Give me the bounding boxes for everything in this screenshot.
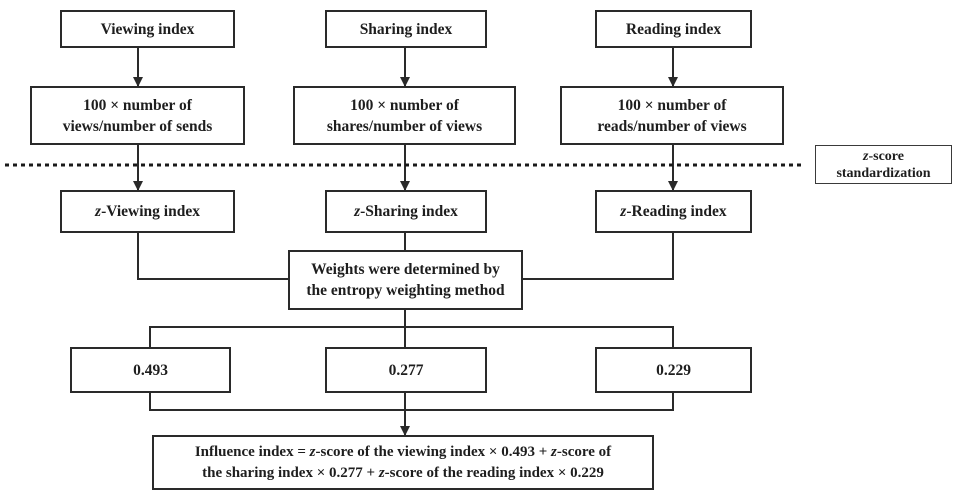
connector-z-reading-to-weights <box>523 233 674 280</box>
zscore-note-italic-z: z <box>863 149 869 164</box>
influence-l1-b: -score of the viewing index × 0.493 + <box>315 443 552 460</box>
influence-index-box: Influence index = z-score of the viewing… <box>152 435 654 490</box>
z-reading-index-box: z-Reading index <box>595 190 752 233</box>
z-viewing-index-box: z-Viewing index <box>60 190 235 233</box>
reads-formula-line1: 100 × number of <box>617 96 727 114</box>
shares-formula-box: 100 × number of shares/number of views <box>293 86 516 145</box>
views-formula-box: 100 × number of views/number of sends <box>30 86 245 145</box>
reads-formula-line2: reads/number of views <box>597 117 747 135</box>
influence-l2-a: the sharing index × 0.277 + <box>202 464 379 481</box>
sharing-index-box: Sharing index <box>325 10 487 48</box>
zscore-note-line1: -score <box>868 149 904 164</box>
connector-weights-merge <box>149 393 674 411</box>
zscore-standardization-note: z-score standardization <box>815 145 952 184</box>
entropy-weighting-line1: Weights were determined by <box>311 261 500 278</box>
views-formula-line1: 100 × number of <box>83 96 192 114</box>
viewing-index-box: Viewing index <box>60 10 235 48</box>
influence-l1-z2: z <box>551 443 557 460</box>
z-viewing-italic: z <box>95 203 102 220</box>
connector-z-viewing-to-weights <box>137 233 288 280</box>
influence-l2-z: z <box>378 464 385 481</box>
views-formula-line2: views/number of sends <box>62 117 213 135</box>
reading-index-label: Reading index <box>625 20 722 38</box>
influence-line1: Influence index = z-score of the viewing… <box>195 442 611 463</box>
z-sharing-label: -Sharing index <box>360 203 458 220</box>
connector-weights-split <box>149 326 674 347</box>
viewing-index-label: Viewing index <box>100 20 195 38</box>
influence-l1-a: Influence index = <box>194 443 310 460</box>
shares-formula-line1: 100 × number of <box>350 96 459 114</box>
entropy-weighting-box: Weights were determined by the entropy w… <box>288 250 523 310</box>
influence-line2: the sharing index × 0.277 + z-score of t… <box>202 463 604 484</box>
influence-l2-b: -score of the reading index × 0.229 <box>384 464 604 481</box>
z-sharing-index-box: z-Sharing index <box>325 190 487 233</box>
z-viewing-label: -Viewing index <box>101 203 200 220</box>
weight-viewing-value: 0.493 <box>133 361 168 379</box>
reading-index-box: Reading index <box>595 10 752 48</box>
z-reading-label: -Reading index <box>626 203 727 220</box>
weight-viewing-box: 0.493 <box>70 347 231 393</box>
weight-sharing-box: 0.277 <box>325 347 487 393</box>
z-sharing-italic: z <box>354 203 361 220</box>
influence-l1-z1: z <box>309 443 316 460</box>
shares-formula-line2: shares/number of views <box>326 117 483 135</box>
weight-sharing-value: 0.277 <box>388 361 424 379</box>
entropy-weighting-line2: the entropy weighting method <box>306 282 505 299</box>
influence-l1-c: -score of <box>556 443 612 460</box>
reads-formula-box: 100 × number of reads/number of views <box>560 86 784 145</box>
z-reading-italic: z <box>620 203 627 220</box>
weight-reading-box: 0.229 <box>595 347 752 393</box>
sharing-index-label: Sharing index <box>359 20 453 38</box>
weight-reading-value: 0.229 <box>656 361 691 379</box>
zscore-note-line2: standardization <box>836 166 931 181</box>
